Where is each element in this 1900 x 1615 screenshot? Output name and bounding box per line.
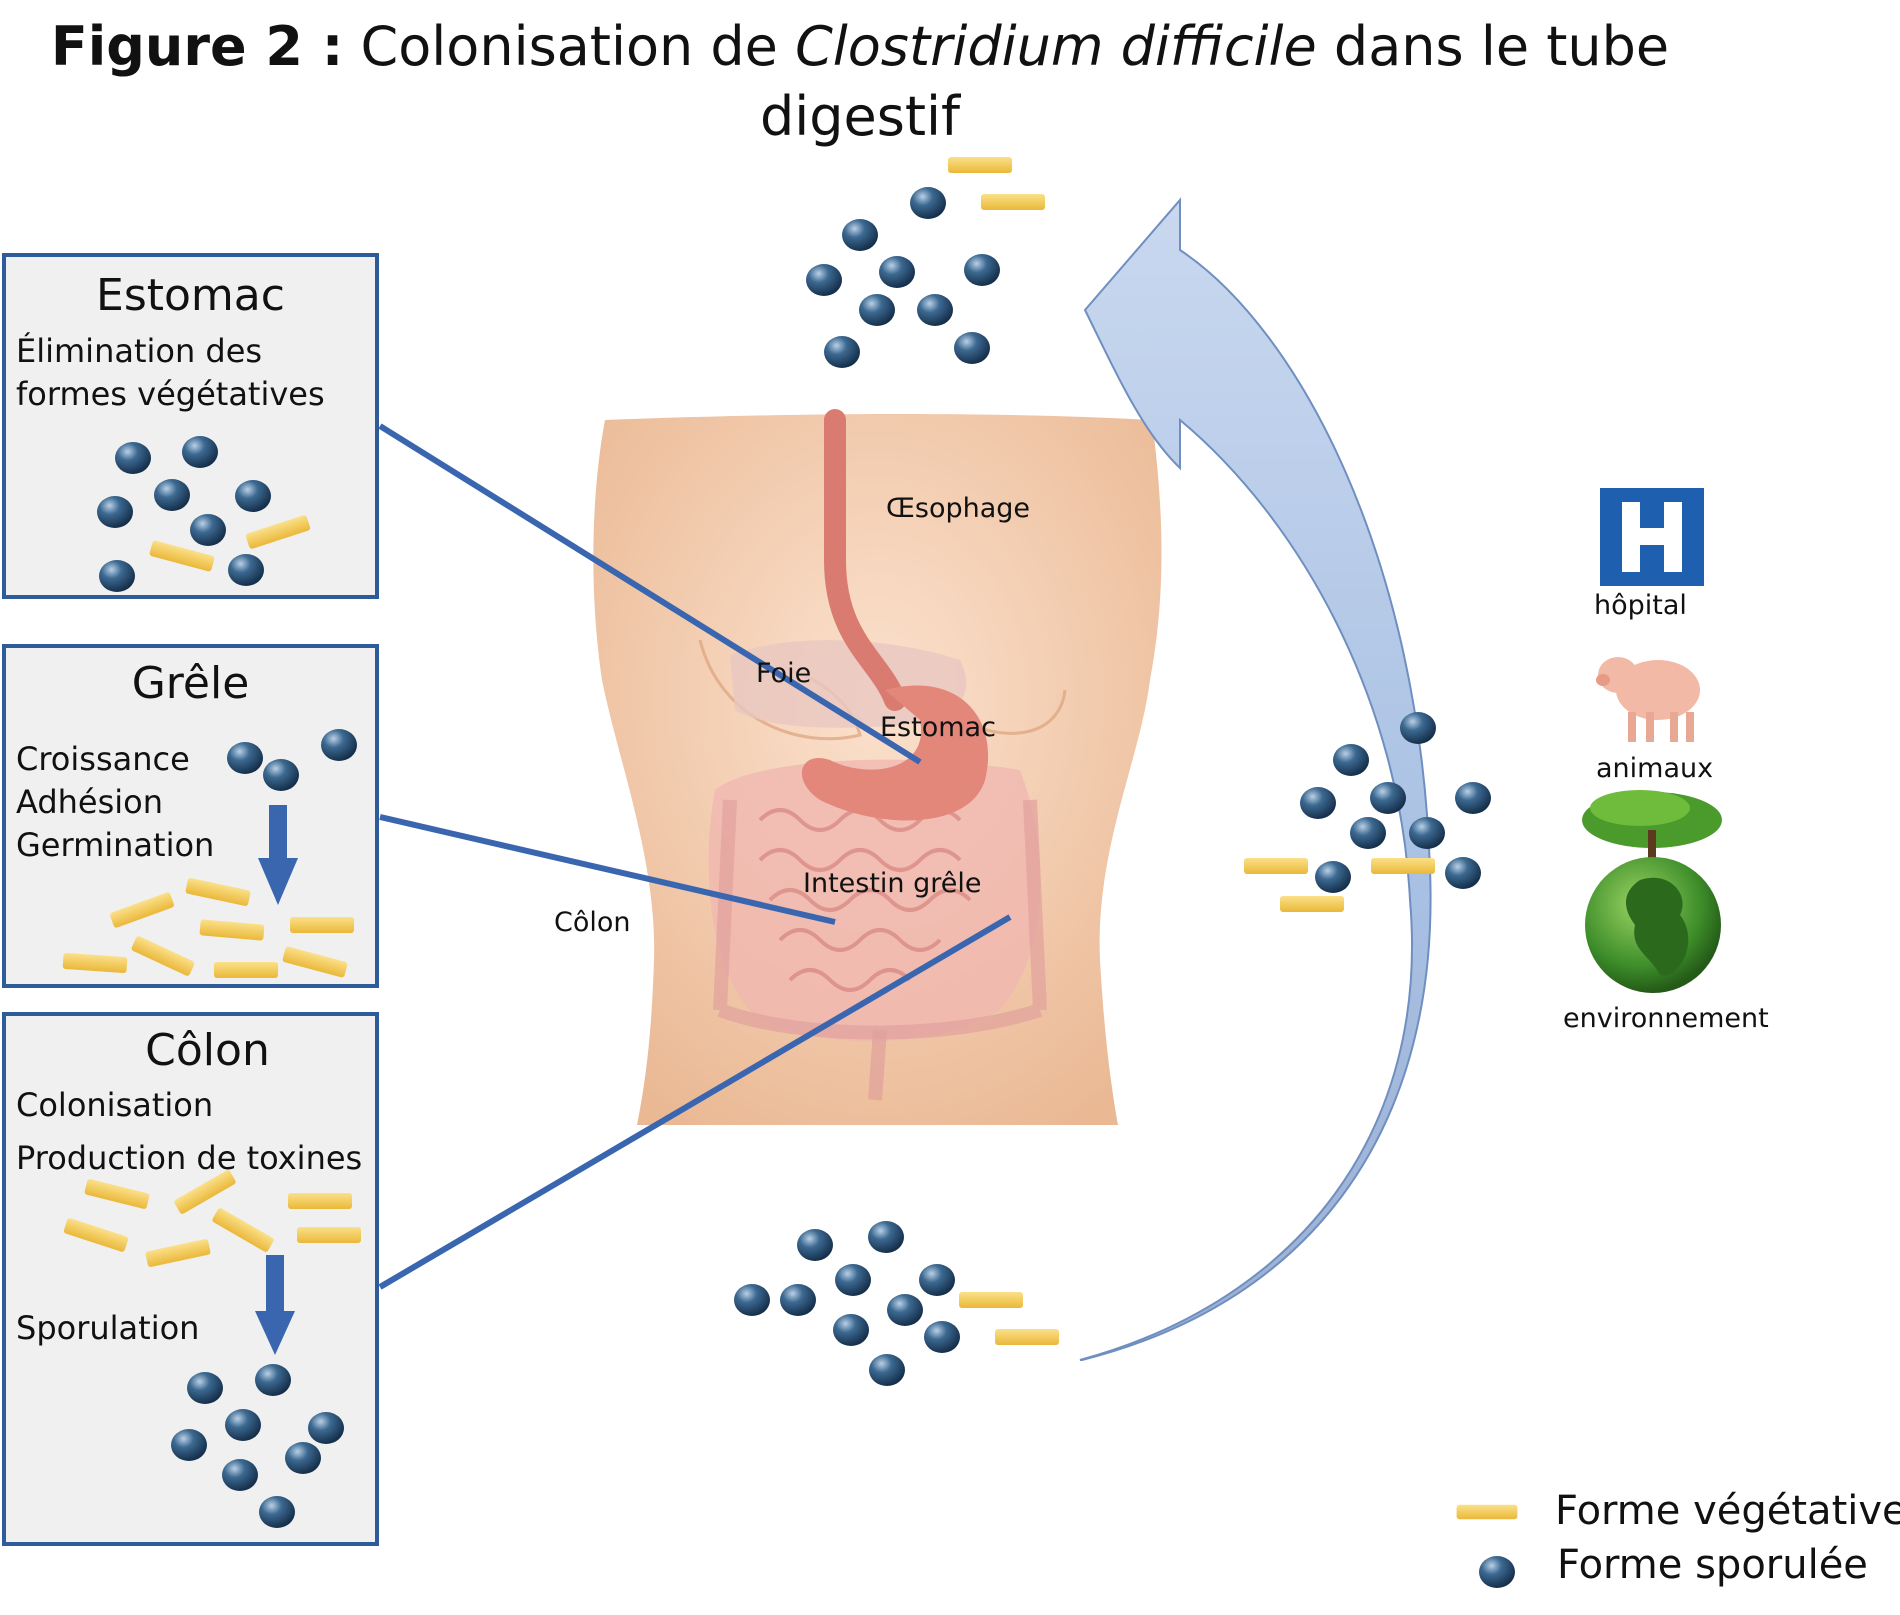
connector-grele xyxy=(379,814,836,925)
label-hopital: hôpital xyxy=(1594,590,1687,621)
hospital-icon xyxy=(1600,488,1704,586)
box-grele-line-3: Germination xyxy=(16,826,215,864)
intestine-mass xyxy=(708,759,1041,1042)
box-grele-line-2: Adhésion xyxy=(16,783,164,821)
title-line-2: digestif xyxy=(759,85,961,148)
pig-icon xyxy=(1596,657,1700,742)
esophagus xyxy=(824,409,906,711)
down-arrow-icon xyxy=(258,805,298,905)
box-estomac-frame xyxy=(2,253,379,599)
title-text-after: dans le tube xyxy=(1316,15,1670,78)
globe-icon xyxy=(1585,857,1721,993)
box-estomac-line-2: formes végétatives xyxy=(16,375,325,413)
connector-estomac xyxy=(378,423,922,765)
cycle-arrow-icon xyxy=(1079,197,1432,1361)
box-colon-step: Sporulation xyxy=(16,1309,200,1347)
stomach xyxy=(801,685,989,821)
down-arrow-icon xyxy=(255,1255,295,1355)
rectum xyxy=(868,1029,887,1101)
label-estomac: Estomac xyxy=(880,712,996,743)
box-colon-title: Côlon xyxy=(145,1025,270,1076)
title-text-before: Colonisation de xyxy=(343,15,796,78)
body-illustration xyxy=(593,409,1162,1125)
spore-cluster-bottom xyxy=(734,1221,1059,1386)
connector-colon xyxy=(378,914,1012,1290)
label-environnement: environnement xyxy=(1563,1003,1769,1034)
box-estomac-title: Estomac xyxy=(96,270,285,321)
label-animaux: animaux xyxy=(1596,753,1714,784)
box-colon-line-2: Production de toxines xyxy=(16,1139,363,1177)
spore-cluster-top xyxy=(806,157,1045,368)
box-grele-title: Grêle xyxy=(131,658,250,709)
legend-vegetative-icon xyxy=(1456,1504,1518,1520)
box-estomac-line-1: Élimination des xyxy=(16,332,263,370)
species-name: Clostridium difficile xyxy=(795,15,1317,78)
tree-icon xyxy=(1582,790,1722,865)
spore-cluster-right xyxy=(1244,712,1491,912)
figure-title: Figure 2 : Colonisation de Clostridium d… xyxy=(0,12,1720,152)
label-intestin: Intestin grêle xyxy=(803,868,982,899)
label-colon: Côlon xyxy=(554,907,631,938)
box-grele-line-1: Croissance xyxy=(16,740,190,778)
label-oesophage: Œsophage xyxy=(886,493,1031,524)
legend-sporulee-label: Forme sporulée xyxy=(1557,1542,1868,1588)
legend-vegetative-label: Forme végétative xyxy=(1555,1488,1900,1534)
figure-label: Figure 2 : xyxy=(50,15,344,78)
box-colon-line-1: Colonisation xyxy=(16,1086,214,1124)
legend-spore-icon xyxy=(1479,1556,1515,1588)
label-foie: Foie xyxy=(756,658,812,689)
